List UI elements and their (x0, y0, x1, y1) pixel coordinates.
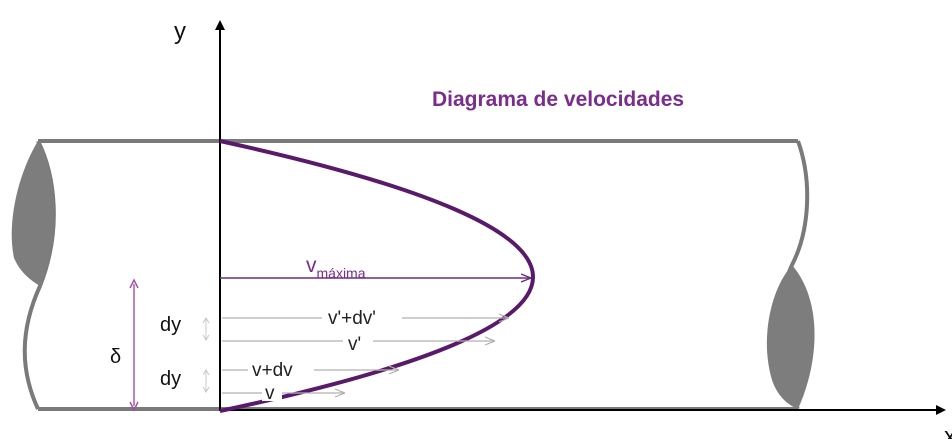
label-bg-v (262, 381, 282, 401)
delta-label: δ (110, 346, 121, 368)
pipe-right-break (766, 265, 815, 409)
vmax-label-main: v (306, 254, 317, 277)
velocity-profile-curve (219, 139, 535, 413)
label-v: v (265, 383, 275, 404)
dy-lower-marker-bottom (202, 386, 210, 393)
dy-markers: dy dy (160, 314, 210, 393)
label-v-prime: v' (348, 334, 361, 355)
label-bg-v-prime-dv-prime (322, 305, 402, 327)
vmax-label: vmáxima (306, 254, 366, 281)
dy-upper-marker-top (202, 317, 210, 324)
delta-arrow-bottom-head (129, 401, 139, 412)
vmax-label-sub: máxima (317, 265, 366, 281)
delta-arrow-top-head (129, 278, 139, 289)
dy-upper-label: dy (160, 314, 181, 336)
label-bg-v-dv (248, 357, 314, 379)
label-v-prime-dv-prime: v'+dv' (328, 308, 376, 329)
delta-dimension: δ (110, 278, 139, 412)
y-axis-label: y (174, 18, 186, 45)
pipe (11, 139, 815, 411)
dy-upper-marker-bottom (202, 334, 210, 341)
vmax-arrow-group: vmáxima (220, 254, 530, 281)
label-v-dv: v+dv (252, 360, 293, 381)
axes: y x (174, 18, 952, 439)
pipe-left-break (11, 141, 55, 286)
label-bg-v-prime (343, 331, 373, 351)
dy-lower-marker-top (202, 369, 210, 376)
x-axis-label: x (944, 423, 952, 439)
dy-lower-label: dy (160, 368, 181, 390)
velocity-arrows: v'+dv' v' v+dv v (222, 305, 508, 404)
diagram-title: Diagrama de velocidades (432, 88, 684, 111)
